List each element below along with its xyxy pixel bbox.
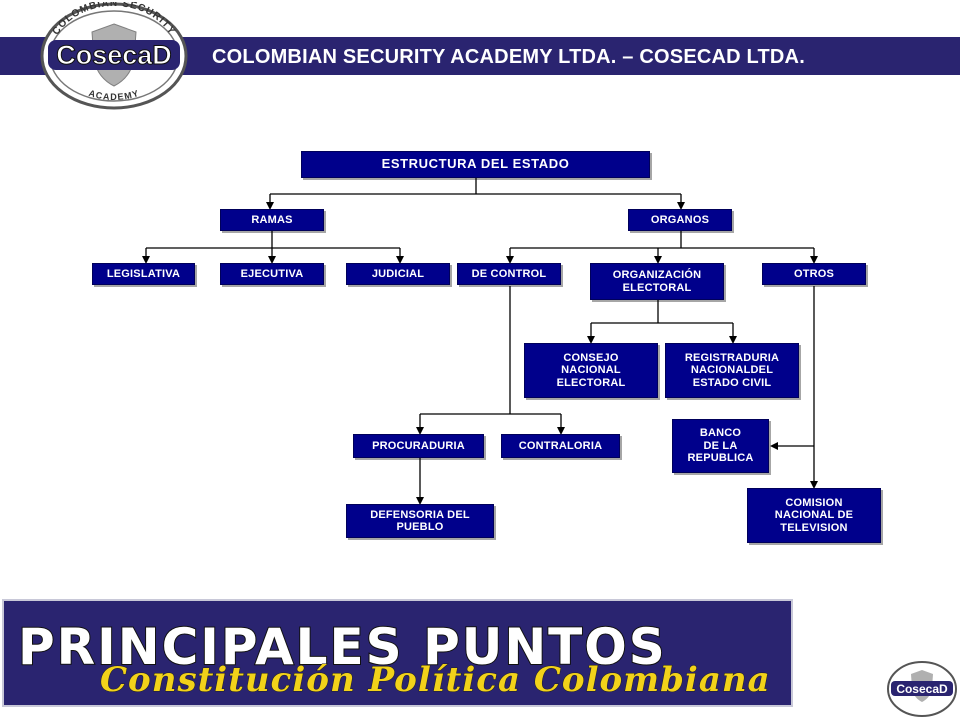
node-consejo-nacional-electoral: CONSEJO NACIONAL ELECTORAL	[524, 343, 658, 398]
node-registraduria: REGISTRADURIA NACIONALDEL ESTADO CIVIL	[665, 343, 799, 398]
cosecad-logo-small: CosecaD	[887, 661, 957, 717]
svg-text:ACADEMY: ACADEMY	[87, 88, 140, 102]
node-judicial: JUDICIAL	[346, 263, 450, 285]
banner-subtitle: Constitución Política Colombiana	[100, 660, 771, 701]
node-contraloria: CONTRALORIA	[501, 434, 620, 458]
logo-small-brand: CosecaD	[896, 682, 948, 696]
node-organos: ORGANOS	[628, 209, 732, 231]
bottom-banner	[4, 601, 791, 705]
node-defensoria-del-pueblo: DEFENSORIA DEL PUEBLO	[346, 504, 494, 538]
node-comision-nacional-de-television: COMISION NACIONAL DE TELEVISION	[747, 488, 881, 543]
node-organizacion-electoral: ORGANIZACIÓN ELECTORAL	[590, 263, 724, 300]
node-estructura-del-estado: ESTRUCTURA DEL ESTADO	[301, 151, 650, 178]
logo-bottom-text: ACADEMY	[87, 88, 139, 102]
banner-title: PRINCIPALES PUNTOS	[17, 617, 667, 677]
node-otros: OTROS	[762, 263, 866, 285]
logo-brand: CosecaD	[56, 40, 172, 70]
cosecad-logo: COLOMBIAN SECURITY CosecaD ACADEMY	[40, 2, 188, 110]
node-de-control: DE CONTROL	[457, 263, 561, 285]
node-ejecutiva: EJECUTIVA	[220, 263, 324, 285]
node-procuraduria: PROCURADURIA	[353, 434, 484, 458]
header-title: COLOMBIAN SECURITY ACADEMY LTDA. – COSEC…	[212, 46, 805, 68]
node-banco-de-la-republica: BANCO DE LA REPUBLICA	[672, 419, 769, 473]
node-ramas: RAMAS	[220, 209, 324, 231]
node-legislativa: LEGISLATIVA	[92, 263, 195, 285]
